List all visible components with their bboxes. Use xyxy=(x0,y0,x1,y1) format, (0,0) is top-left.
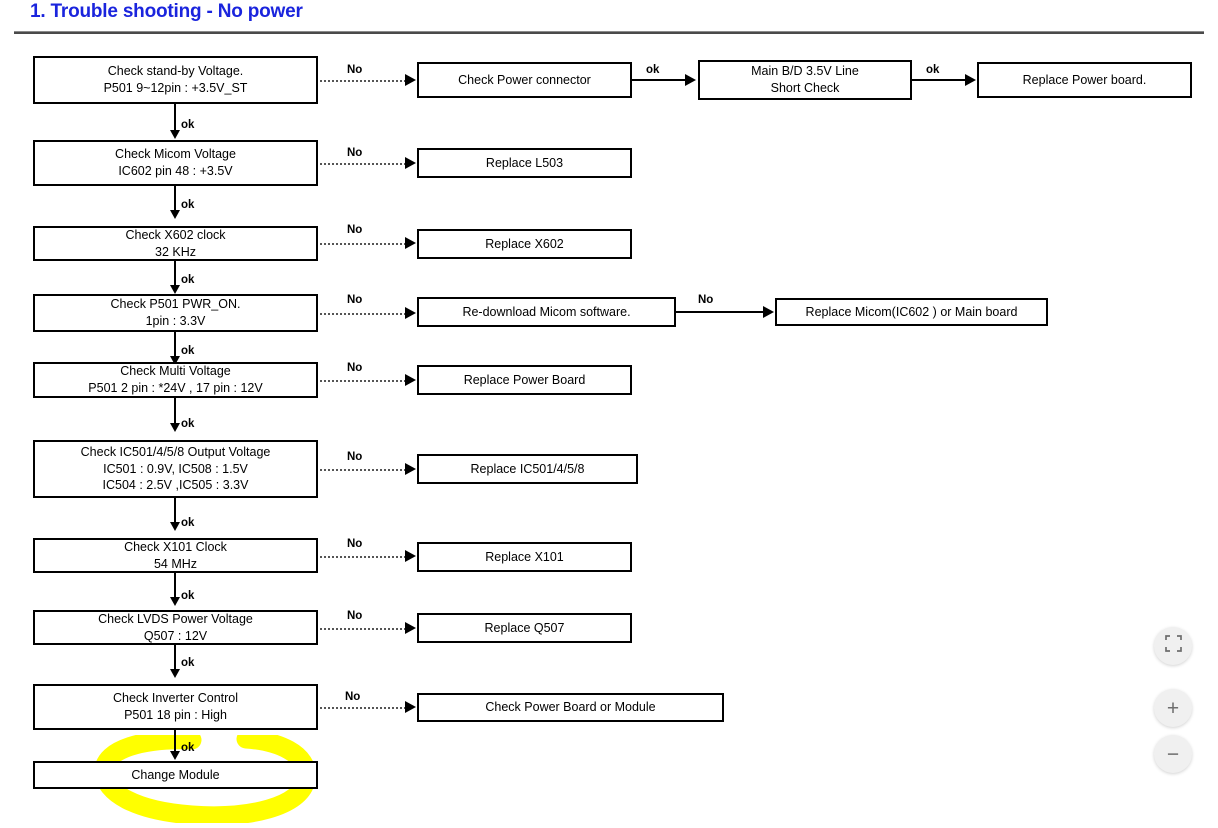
branch-connector xyxy=(320,628,406,630)
node-replace-q507[interactable]: Replace Q507 xyxy=(417,613,632,643)
branch-label-no: No xyxy=(347,610,363,622)
ok-arrow xyxy=(170,423,180,432)
ok-arrow xyxy=(685,74,696,86)
branch-connector xyxy=(320,80,406,82)
branch-label-no: No xyxy=(347,224,363,236)
branch-arrow xyxy=(405,307,416,319)
ok-connector xyxy=(632,79,686,81)
ok-arrow xyxy=(170,130,180,139)
branch-arrow xyxy=(405,237,416,249)
branch-connector xyxy=(320,313,406,315)
node-check-standby-voltage[interactable]: Check stand-by Voltage. P501 9~12pin : +… xyxy=(33,56,318,104)
node-check-x602-clock[interactable]: Check X602 clock 32 KHz xyxy=(33,226,318,261)
branch-arrow xyxy=(405,157,416,169)
branch-arrow xyxy=(405,701,416,713)
node-main-bd-short-check[interactable]: Main B/D 3.5V Line Short Check xyxy=(698,60,912,100)
branch-connector xyxy=(676,311,764,313)
ok-connector xyxy=(174,645,176,672)
branch-arrow xyxy=(405,622,416,634)
ok-label: ok xyxy=(181,119,195,131)
node-check-ic-output-voltage[interactable]: Check IC501/4/5/8 Output Voltage IC501 :… xyxy=(33,440,318,498)
branch-arrow xyxy=(405,374,416,386)
branch-connector xyxy=(320,380,406,382)
ok-connector xyxy=(174,186,176,213)
node-replace-l503[interactable]: Replace L503 xyxy=(417,148,632,178)
branch-label-no: No xyxy=(698,294,714,306)
branch-arrow xyxy=(405,463,416,475)
branch-connector xyxy=(320,707,406,709)
ok-connector xyxy=(174,104,176,133)
node-check-lvds-power-voltage[interactable]: Check LVDS Power Voltage Q507 : 12V xyxy=(33,610,318,645)
branch-label-no: No xyxy=(347,147,363,159)
node-replace-power-board[interactable]: Replace Power Board xyxy=(417,365,632,395)
ok-connector xyxy=(912,79,966,81)
node-replace-micom-or-main-board[interactable]: Replace Micom(IC602 ) or Main board xyxy=(775,298,1048,326)
plus-icon: + xyxy=(1166,696,1180,720)
ok-label: ok xyxy=(181,657,195,669)
ok-label: ok xyxy=(181,590,195,602)
ok-arrow xyxy=(170,285,180,294)
ok-label: ok xyxy=(181,517,195,529)
ok-label: ok xyxy=(181,742,195,754)
branch-connector xyxy=(320,556,406,558)
ok-label: ok xyxy=(181,274,195,286)
branch-label-no: No xyxy=(347,538,363,550)
node-check-power-connector[interactable]: Check Power connector xyxy=(417,62,632,98)
ok-label: ok xyxy=(181,418,195,430)
ok-arrow xyxy=(170,669,180,678)
ok-label: ok xyxy=(181,345,195,357)
node-check-x101-clock[interactable]: Check X101 Clock 54 MHz xyxy=(33,538,318,573)
ok-arrow xyxy=(170,210,180,219)
ok-label: ok xyxy=(646,64,660,76)
ok-connector xyxy=(174,573,176,600)
ok-arrow xyxy=(170,522,180,531)
page-title: 1. Trouble shooting - No power xyxy=(30,1,303,22)
node-check-multi-voltage[interactable]: Check Multi Voltage P501 2 pin : *24V , … xyxy=(33,362,318,398)
minus-icon: − xyxy=(1166,742,1180,766)
node-replace-ic501-4-5-8[interactable]: Replace IC501/4/5/8 xyxy=(417,454,638,484)
branch-connector xyxy=(320,163,406,165)
branch-arrow xyxy=(405,74,416,86)
header-divider xyxy=(14,31,1204,34)
node-replace-x101[interactable]: Replace X101 xyxy=(417,542,632,572)
branch-connector xyxy=(320,243,406,245)
ok-arrow xyxy=(170,751,180,760)
ok-arrow xyxy=(170,597,180,606)
node-redownload-micom-software[interactable]: Re-download Micom software. xyxy=(417,297,676,327)
node-replace-power-board-top[interactable]: Replace Power board. xyxy=(977,62,1192,98)
node-check-inverter-control[interactable]: Check Inverter Control P501 18 pin : Hig… xyxy=(33,684,318,730)
branch-label-no: No xyxy=(347,294,363,306)
node-check-power-board-or-module[interactable]: Check Power Board or Module xyxy=(417,693,724,722)
branch-label-no: No xyxy=(347,64,363,76)
branch-label-no: No xyxy=(347,451,363,463)
node-change-module[interactable]: Change Module xyxy=(33,761,318,789)
ok-arrow xyxy=(965,74,976,86)
ok-label: ok xyxy=(926,64,940,76)
branch-arrow xyxy=(405,550,416,562)
zoom-in-button[interactable]: + xyxy=(1154,689,1192,727)
ok-label: ok xyxy=(181,199,195,211)
ok-connector xyxy=(174,398,176,426)
ok-connector xyxy=(174,261,176,288)
ok-arrow xyxy=(170,356,180,365)
node-check-p501-pwr-on[interactable]: Check P501 PWR_ON. 1pin : 3.3V xyxy=(33,294,318,332)
branch-arrow xyxy=(763,306,774,318)
branch-label-no: No xyxy=(345,691,361,703)
fit-to-screen-icon xyxy=(1164,635,1182,657)
ok-connector xyxy=(174,332,176,359)
fit-to-screen-button[interactable] xyxy=(1154,627,1192,665)
branch-connector xyxy=(320,469,406,471)
branch-label-no: No xyxy=(347,362,363,374)
ok-connector xyxy=(174,498,176,525)
zoom-out-button[interactable]: − xyxy=(1154,735,1192,773)
node-replace-x602[interactable]: Replace X602 xyxy=(417,229,632,259)
node-check-micom-voltage[interactable]: Check Micom Voltage IC602 pin 48 : +3.5V xyxy=(33,140,318,186)
